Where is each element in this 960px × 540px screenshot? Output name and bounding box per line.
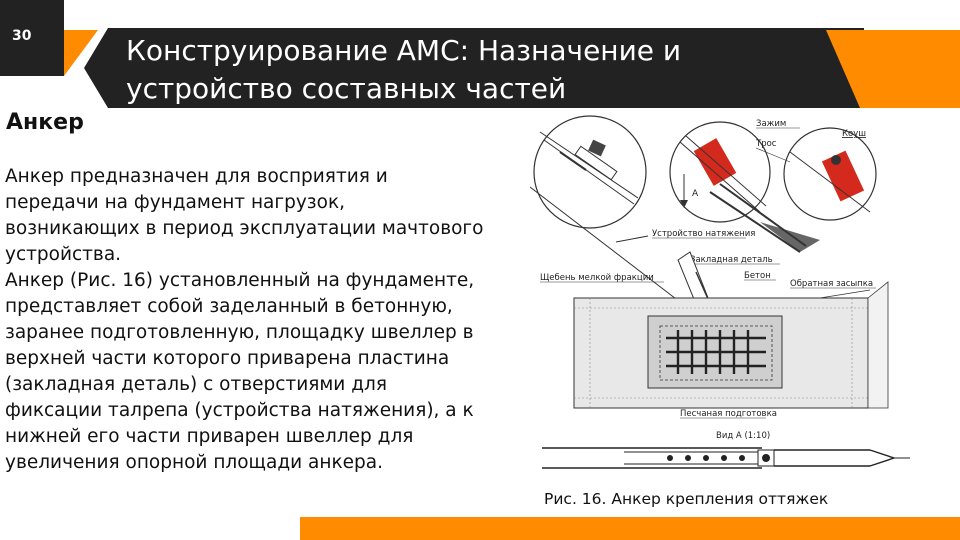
label-sand-bed: Песчаная подготовка: [680, 409, 777, 419]
paragraph-purpose: Анкер предназначен для восприятия и пере…: [5, 166, 484, 265]
label-tensioner: Устройство натяжения: [652, 229, 755, 239]
view-a-drawing: [542, 447, 910, 469]
label-cable: Трос: [755, 139, 777, 149]
title-band: [84, 28, 864, 108]
label-thimble: Коуш: [842, 129, 866, 139]
bottom-accent-bar: [300, 517, 960, 540]
slide-number-box: 30: [0, 0, 64, 76]
label-arrow-a: А: [692, 189, 699, 199]
view-arrow-a: А: [680, 174, 699, 208]
slide-number: 30: [12, 28, 32, 44]
paragraph-description: Анкер (Рис. 16) установленный на фундаме…: [5, 270, 475, 473]
detail-circle-center: [669, 121, 820, 253]
label-view-a: Вид А (1:10): [716, 431, 770, 441]
label-concrete: Бетон: [744, 271, 771, 281]
label-gravel: Щебень мелкой фракции: [540, 273, 654, 283]
section-heading: Анкер: [6, 110, 84, 135]
body-text: Анкер предназначен для восприятия и пере…: [5, 164, 485, 476]
figure-caption: Рис. 16. Анкер крепления оттяжек: [544, 490, 829, 508]
rebar-grid: [666, 330, 766, 374]
accent-stripe-left: [64, 30, 98, 76]
label-backfill: Обратная засыпка: [790, 279, 873, 289]
detail-circle-left: [533, 115, 647, 229]
page-title: Конструирование АМС: Назначение и устрой…: [126, 34, 682, 105]
label-embedded-part: Закладная деталь: [690, 255, 773, 265]
anchor-drawing: Зажим Трос Коуш А Устройство натяжения З…: [529, 115, 910, 469]
label-clamp: Зажим: [756, 119, 786, 129]
guy-wire: [529, 186, 681, 303]
anchor-figure: Зажим Трос Коуш А Устройство натяжения З…: [529, 112, 940, 487]
detail-circle-right: [783, 127, 877, 221]
